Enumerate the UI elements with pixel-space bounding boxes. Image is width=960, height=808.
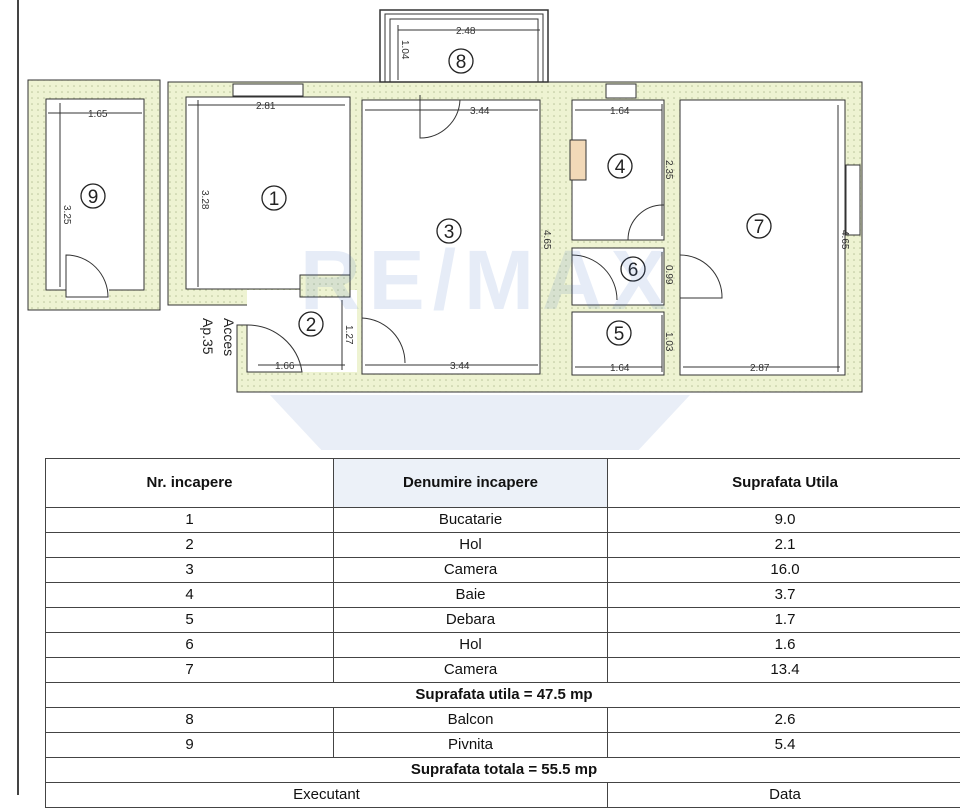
dim-r7-width: 2.87 bbox=[750, 363, 770, 374]
room-name: Hol bbox=[334, 533, 608, 558]
room-number-8: 8 bbox=[456, 52, 467, 73]
total-row: Suprafata totala = 55.5 mp bbox=[46, 758, 960, 783]
room-area: 16.0 bbox=[608, 558, 960, 583]
room-area: 5.4 bbox=[608, 733, 960, 758]
room-number-9: 9 bbox=[88, 187, 99, 208]
room-area: 3.7 bbox=[608, 583, 960, 608]
remax-watermark: RE/MAX bbox=[300, 232, 675, 329]
total: Suprafata totala = 55.5 mp bbox=[46, 758, 960, 783]
room-area: 9.0 bbox=[608, 508, 960, 533]
subtotal-row: Suprafata utila = 47.5 mp bbox=[46, 683, 960, 708]
room-number: 7 bbox=[46, 658, 334, 683]
room-number-7: 7 bbox=[754, 217, 765, 238]
dim-r3-bottom: 3.44 bbox=[450, 361, 470, 372]
table-header: Nr. incapere Denumire incapere Suprafata… bbox=[46, 459, 960, 508]
dim-r4-width: 1.64 bbox=[610, 106, 630, 117]
access-label: Acces bbox=[221, 318, 237, 356]
dim-r7-height: 4.65 bbox=[839, 230, 850, 250]
room-name: Bucatarie bbox=[334, 508, 608, 533]
room-number: 4 bbox=[46, 583, 334, 608]
room-area: 1.7 bbox=[608, 608, 960, 633]
room-number: 2 bbox=[46, 533, 334, 558]
room-name: Pivnita bbox=[334, 733, 608, 758]
subtotal: Suprafata utila = 47.5 mp bbox=[46, 683, 960, 708]
room-number: 3 bbox=[46, 558, 334, 583]
room-name: Debara bbox=[334, 608, 608, 633]
dim-r2-width: 1.66 bbox=[275, 361, 295, 372]
footer-row: Executant Data bbox=[46, 783, 960, 808]
room-number-4: 4 bbox=[615, 157, 626, 178]
header-area: Suprafata Utila bbox=[608, 459, 960, 508]
room-number: 5 bbox=[46, 608, 334, 633]
room-area: 2.1 bbox=[608, 533, 960, 558]
date-label: Data bbox=[608, 783, 960, 808]
apartment-label: Ap.35 bbox=[200, 318, 216, 355]
room-number: 1 bbox=[46, 508, 334, 533]
room-area: 2.6 bbox=[608, 708, 960, 733]
room-name: Camera bbox=[334, 558, 608, 583]
dim-r1-width: 2.81 bbox=[256, 101, 276, 112]
area-table: Nr. incapere Denumire incapere Suprafata… bbox=[45, 458, 960, 808]
room-name: Balcon bbox=[334, 708, 608, 733]
dim-r9-height: 3.25 bbox=[61, 205, 72, 225]
room-name: Camera bbox=[334, 658, 608, 683]
header-room-name: Denumire incapere bbox=[334, 459, 608, 508]
executant-label: Executant bbox=[46, 783, 608, 808]
dim-r5-width: 1.64 bbox=[610, 363, 630, 374]
dim-r9-width: 1.65 bbox=[88, 109, 108, 120]
dim-r1-height: 3.28 bbox=[199, 190, 210, 210]
header-room-number: Nr. incapere bbox=[46, 459, 334, 508]
dim-r3-top: 3.44 bbox=[470, 106, 490, 117]
dim-r4-height: 2.35 bbox=[663, 160, 674, 180]
room-name: Hol bbox=[334, 633, 608, 658]
dim-r5-height: 1.03 bbox=[663, 332, 674, 352]
watermark-diamond bbox=[270, 395, 690, 450]
room-number: 6 bbox=[46, 633, 334, 658]
floor-plan: 1.65 3.25 2.81 3.28 1.66 1.27 3.44 3.44 … bbox=[0, 0, 960, 450]
room-area: 1.6 bbox=[608, 633, 960, 658]
dim-r8-width: 2.48 bbox=[456, 26, 476, 37]
dim-r8-height: 1.04 bbox=[399, 40, 410, 60]
room-name: Baie bbox=[334, 583, 608, 608]
room-number-1: 1 bbox=[269, 189, 280, 210]
room-number: 8 bbox=[46, 708, 334, 733]
room-number: 9 bbox=[46, 733, 334, 758]
room-area: 13.4 bbox=[608, 658, 960, 683]
